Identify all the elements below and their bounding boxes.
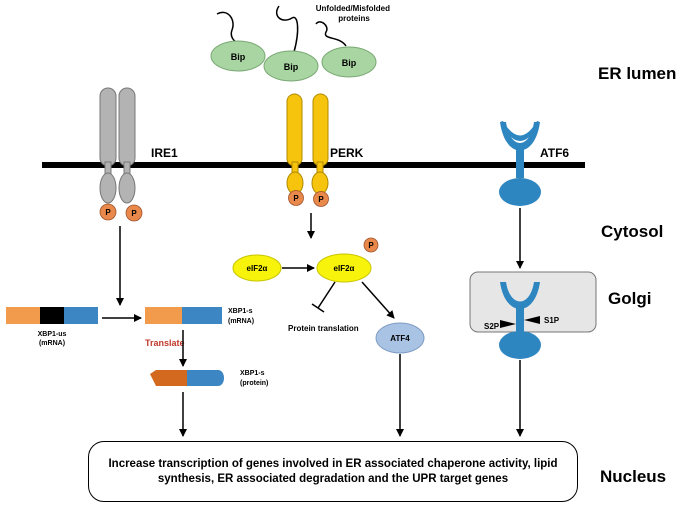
bip-label-3: Bip xyxy=(342,58,357,68)
pathway-arrows xyxy=(102,208,524,437)
atf4-label: ATF4 xyxy=(390,334,410,343)
eif2a-label: eIF2α xyxy=(247,264,268,273)
atf6-label: ATF6 xyxy=(540,146,569,160)
ire1-phospho-1 xyxy=(99,203,117,221)
er-lumen-label: ER lumen xyxy=(598,64,677,83)
unfolded-proteins-label: Unfolded/Misfolded proteins xyxy=(316,4,392,23)
s2p-label: S2P xyxy=(484,322,500,331)
protein-translation-label: Protein translation xyxy=(288,324,359,333)
s1p-protease xyxy=(524,316,540,324)
xbp1-s-protein-label: XBP1-s xyxy=(240,370,265,377)
unfolded-protein-1 xyxy=(216,11,239,45)
nucleus-label: Nucleus xyxy=(600,467,667,486)
eif2a-p-node xyxy=(316,253,372,283)
xbp1-s-protein xyxy=(150,370,224,386)
s1p-label: S1P xyxy=(544,316,560,325)
eif2a-phospho-label: P xyxy=(368,241,374,250)
ire1-phospho-2 xyxy=(125,204,143,222)
golgi-label: Golgi xyxy=(608,289,652,308)
bip-label-2: Bip xyxy=(284,62,299,72)
xbp1-us-mrna xyxy=(6,307,98,324)
ire1-phospho-label-1: P xyxy=(105,208,111,217)
unfolded-protein-3 xyxy=(315,21,347,47)
bip-3 xyxy=(321,46,377,78)
atf4-node xyxy=(375,322,425,354)
perk-phospho-2 xyxy=(313,191,329,207)
xbp1-s-mrna-sub-label: (mRNA) xyxy=(228,318,254,325)
xbp1-s-protein-sub-label: (protein) xyxy=(240,380,268,387)
translate-label: Translate xyxy=(145,338,185,348)
perk-phospho-label-1: P xyxy=(293,194,299,203)
s2p-protease xyxy=(500,320,516,328)
nucleus-transcription-box: Increase transcription of genes involved… xyxy=(88,441,578,502)
cytosol-label: Cytosol xyxy=(601,222,664,241)
nucleus-transcription-text: Increase transcription of genes involved… xyxy=(108,457,558,485)
bip-2 xyxy=(263,50,319,82)
xbp1-us-label: XBP1-us xyxy=(38,331,67,338)
er-membrane xyxy=(42,162,585,168)
ire1-phospho-label-2: P xyxy=(131,209,137,218)
ire1-label: IRE1 xyxy=(151,146,178,160)
xbp1-us-sub-label: (mRNA) xyxy=(39,340,65,347)
perk-receptor xyxy=(286,93,329,195)
xbp1-s-mrna xyxy=(145,307,222,324)
eif2a-phospho xyxy=(363,237,379,253)
atf6-golgi xyxy=(499,282,541,359)
eif2a-p-label: eIF2α xyxy=(334,264,355,273)
atf6-receptor xyxy=(499,121,541,206)
perk-phospho-1 xyxy=(288,190,304,206)
perk-label: PERK xyxy=(330,146,364,160)
bip-label-1: Bip xyxy=(231,52,246,62)
xbp1-s-mrna-label: XBP1-s xyxy=(228,308,253,315)
unfolded-protein-2 xyxy=(275,5,299,53)
eif2a-node xyxy=(232,254,282,282)
ire1-receptor xyxy=(99,87,136,204)
perk-phospho-label-2: P xyxy=(318,195,324,204)
bip-1 xyxy=(210,40,266,72)
